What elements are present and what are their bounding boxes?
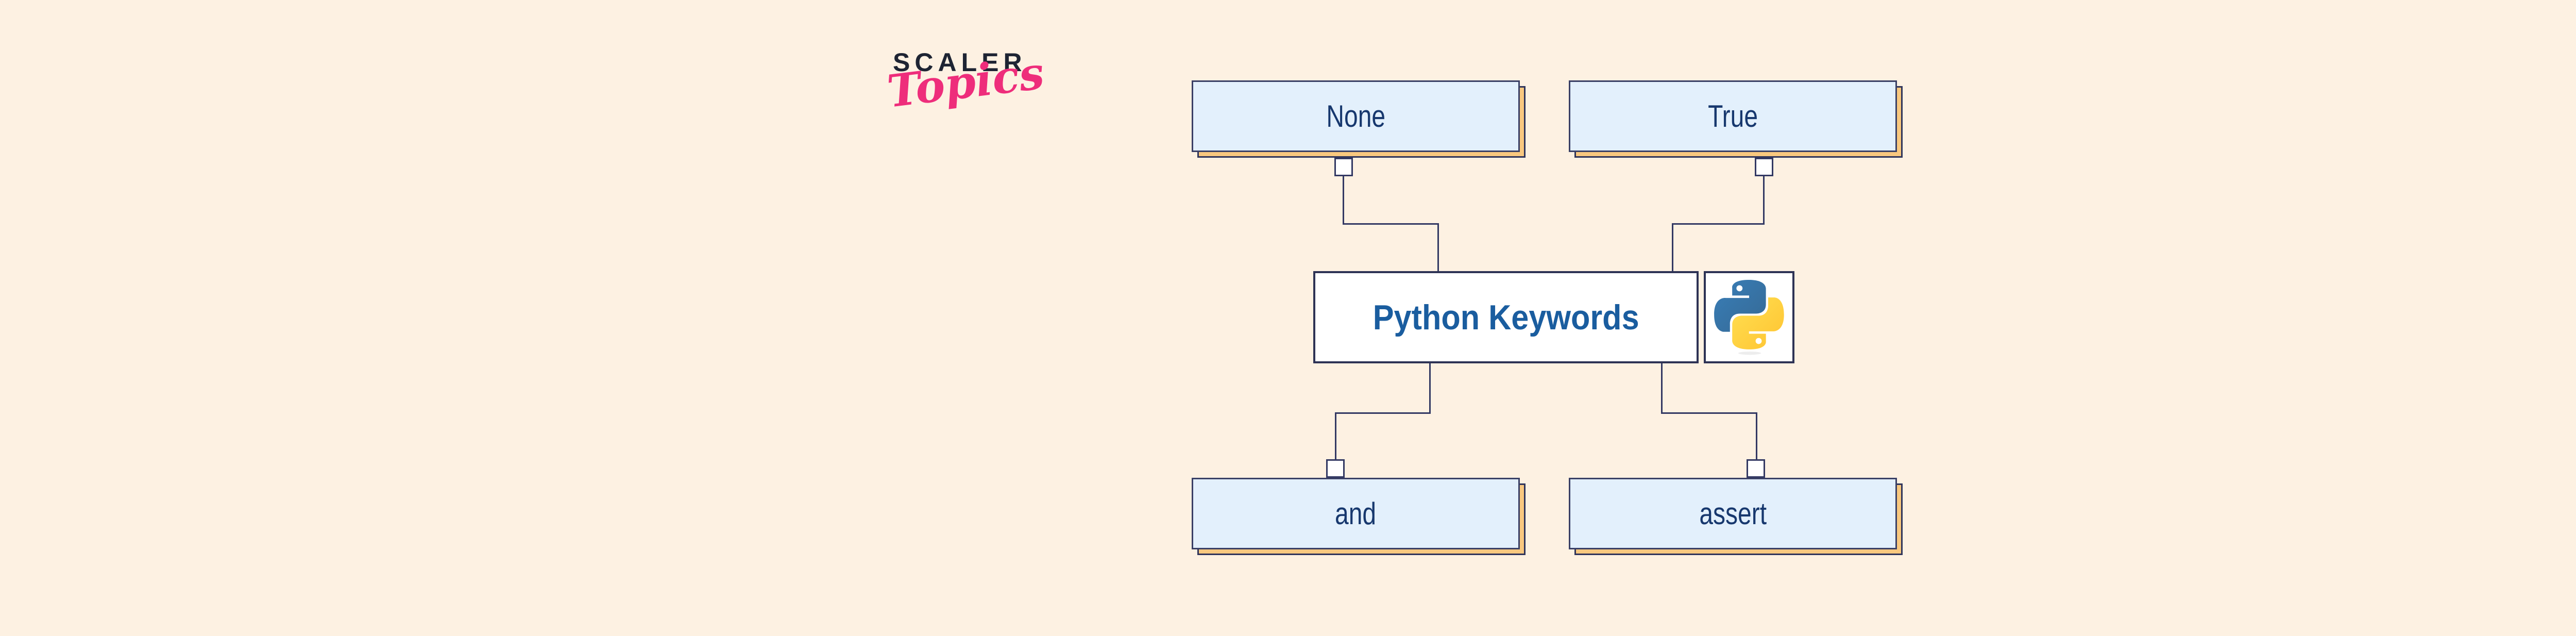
central-title-box: Python Keywords xyxy=(1313,271,1699,363)
connector-line-segment xyxy=(1343,176,1344,223)
keyword-label: and xyxy=(1335,496,1377,531)
connector-line-segment xyxy=(1756,412,1757,461)
connector-line-segment xyxy=(1661,363,1663,412)
connector-port-and xyxy=(1326,459,1345,478)
box-face: assert xyxy=(1569,478,1897,549)
python-logo-icon xyxy=(1714,279,1784,355)
connector-line-segment xyxy=(1335,412,1336,461)
connector-line-segment xyxy=(1335,412,1431,414)
connector-line-segment xyxy=(1429,363,1431,412)
keyword-label: assert xyxy=(1699,496,1767,531)
diagram-title: Python Keywords xyxy=(1372,297,1639,337)
keyword-box-assert: assert xyxy=(1569,478,1903,555)
connector-port-true xyxy=(1755,158,1773,176)
box-face: True xyxy=(1569,80,1897,152)
box-face: None xyxy=(1192,80,1520,152)
connector-port-assert xyxy=(1747,459,1765,478)
keyword-box-true: True xyxy=(1569,80,1903,158)
box-face: and xyxy=(1192,478,1520,549)
connector-line-segment xyxy=(1661,412,1757,414)
scaler-wordmark: SCALER xyxy=(893,48,1027,77)
keyword-label: True xyxy=(1708,99,1758,133)
connector-line-segment xyxy=(1437,223,1439,271)
keyword-box-and: and xyxy=(1192,478,1526,555)
topics-wordmark: Topics xyxy=(884,47,1047,118)
connector-line-segment xyxy=(1672,223,1765,225)
python-logo-box xyxy=(1704,271,1794,363)
connector-line-segment xyxy=(1763,176,1765,223)
connector-port-none xyxy=(1334,158,1353,176)
keyword-box-none: None xyxy=(1192,80,1526,158)
connector-line-segment xyxy=(1672,223,1673,271)
scaler-topics-logo: SCALER Topics xyxy=(885,47,1047,118)
connector-line-segment xyxy=(1343,223,1439,225)
keyword-label: None xyxy=(1326,99,1385,133)
